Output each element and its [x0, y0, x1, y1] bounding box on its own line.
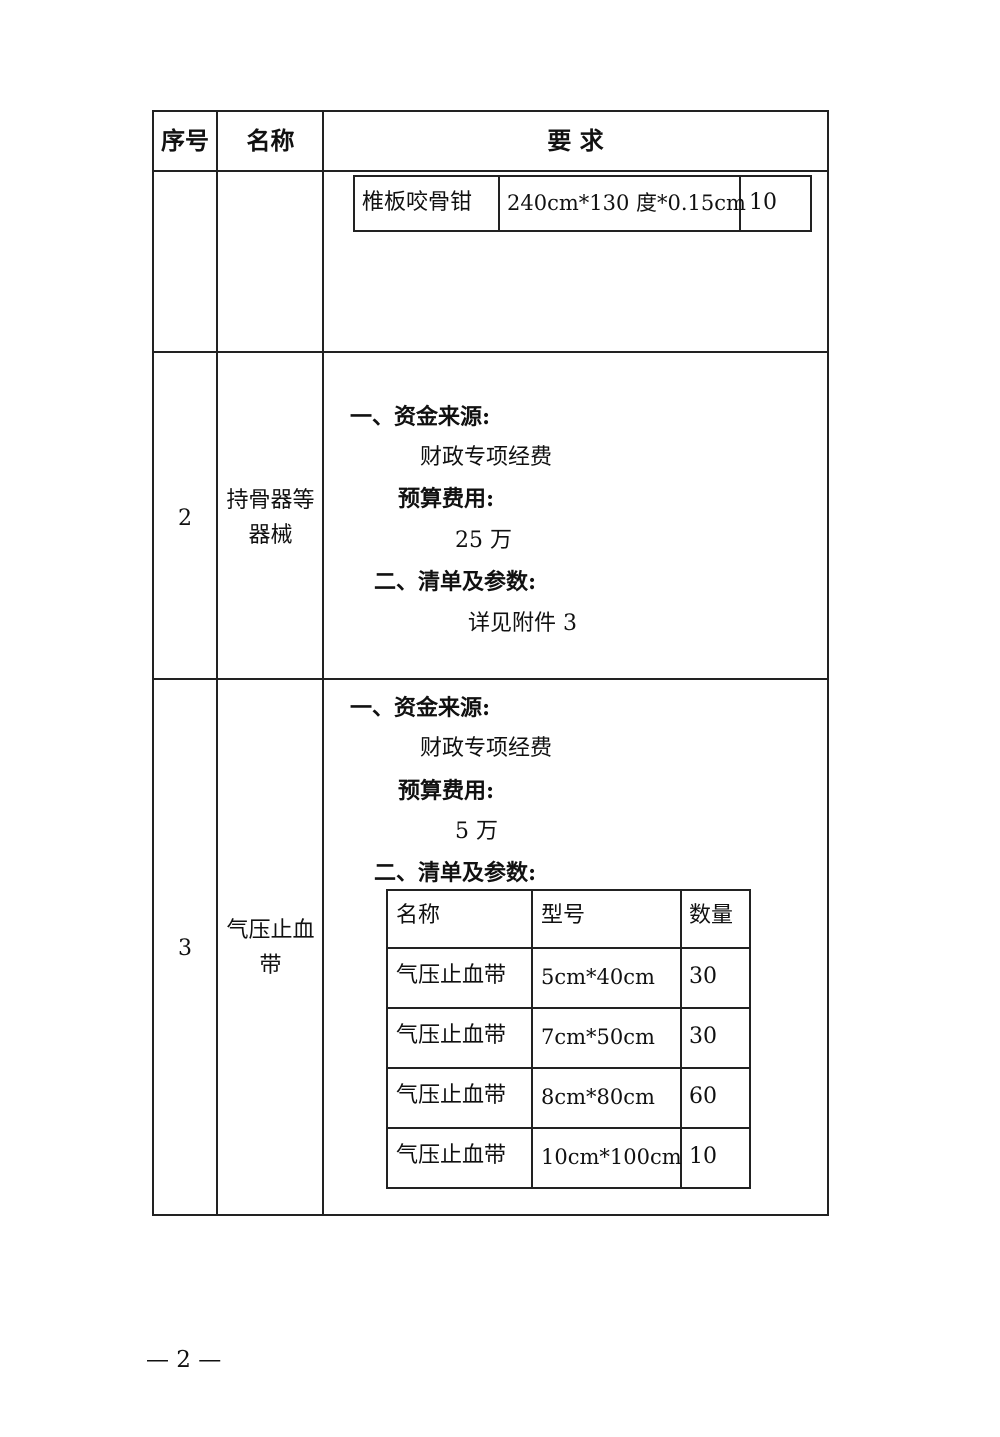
- cell: 5cm*40cm: [541, 965, 655, 989]
- row3-index: 3: [178, 936, 192, 961]
- funding-value: 财政专项经费: [420, 736, 553, 761]
- subtable-header: 名称: [396, 903, 441, 928]
- cell: 240cm*130 度*0.15cm: [507, 191, 746, 215]
- budget-label: 预算费用:: [398, 778, 495, 804]
- subtable-header: 数量: [689, 903, 734, 928]
- cell: 7cm*50cm: [541, 1025, 655, 1049]
- cell: 10: [689, 1144, 717, 1169]
- funding-label: 一、资金来源:: [350, 404, 491, 430]
- cell: 10: [749, 190, 777, 215]
- page-number: — 2 —: [146, 1347, 222, 1373]
- cell: 8cm*80cm: [541, 1085, 655, 1109]
- cell: 10cm*100cm: [541, 1145, 682, 1169]
- row3-name-line2: 带: [259, 953, 282, 978]
- cell: 30: [689, 964, 717, 989]
- header-requirement: 要 求: [547, 126, 604, 155]
- row2-name-line2: 器械: [248, 523, 293, 548]
- budget-label: 预算费用:: [398, 486, 495, 512]
- list-label: 二、清单及参数:: [374, 860, 537, 886]
- cell: 气压止血带: [396, 1083, 507, 1108]
- header-name: 名称: [246, 126, 295, 155]
- row2-name-line1: 持骨器等: [226, 488, 315, 513]
- cell: 椎板咬骨钳: [362, 190, 473, 215]
- header-index: 序号: [161, 126, 209, 155]
- cell: 30: [689, 1024, 717, 1049]
- funding-label: 一、资金来源:: [350, 695, 491, 721]
- budget-value: 5 万: [455, 819, 498, 844]
- subtable-header: 型号: [541, 903, 586, 928]
- cell: 60: [689, 1084, 717, 1109]
- list-value: 详见附件 3: [468, 611, 577, 636]
- cell: 气压止血带: [396, 963, 507, 988]
- funding-value: 财政专项经费: [420, 445, 553, 470]
- row2-index: 2: [178, 506, 192, 531]
- cell: 气压止血带: [396, 1023, 507, 1048]
- row3-name-line1: 气压止血: [226, 918, 315, 943]
- list-label: 二、清单及参数:: [374, 569, 537, 595]
- budget-value: 25 万: [455, 528, 512, 553]
- cell: 气压止血带: [396, 1143, 507, 1168]
